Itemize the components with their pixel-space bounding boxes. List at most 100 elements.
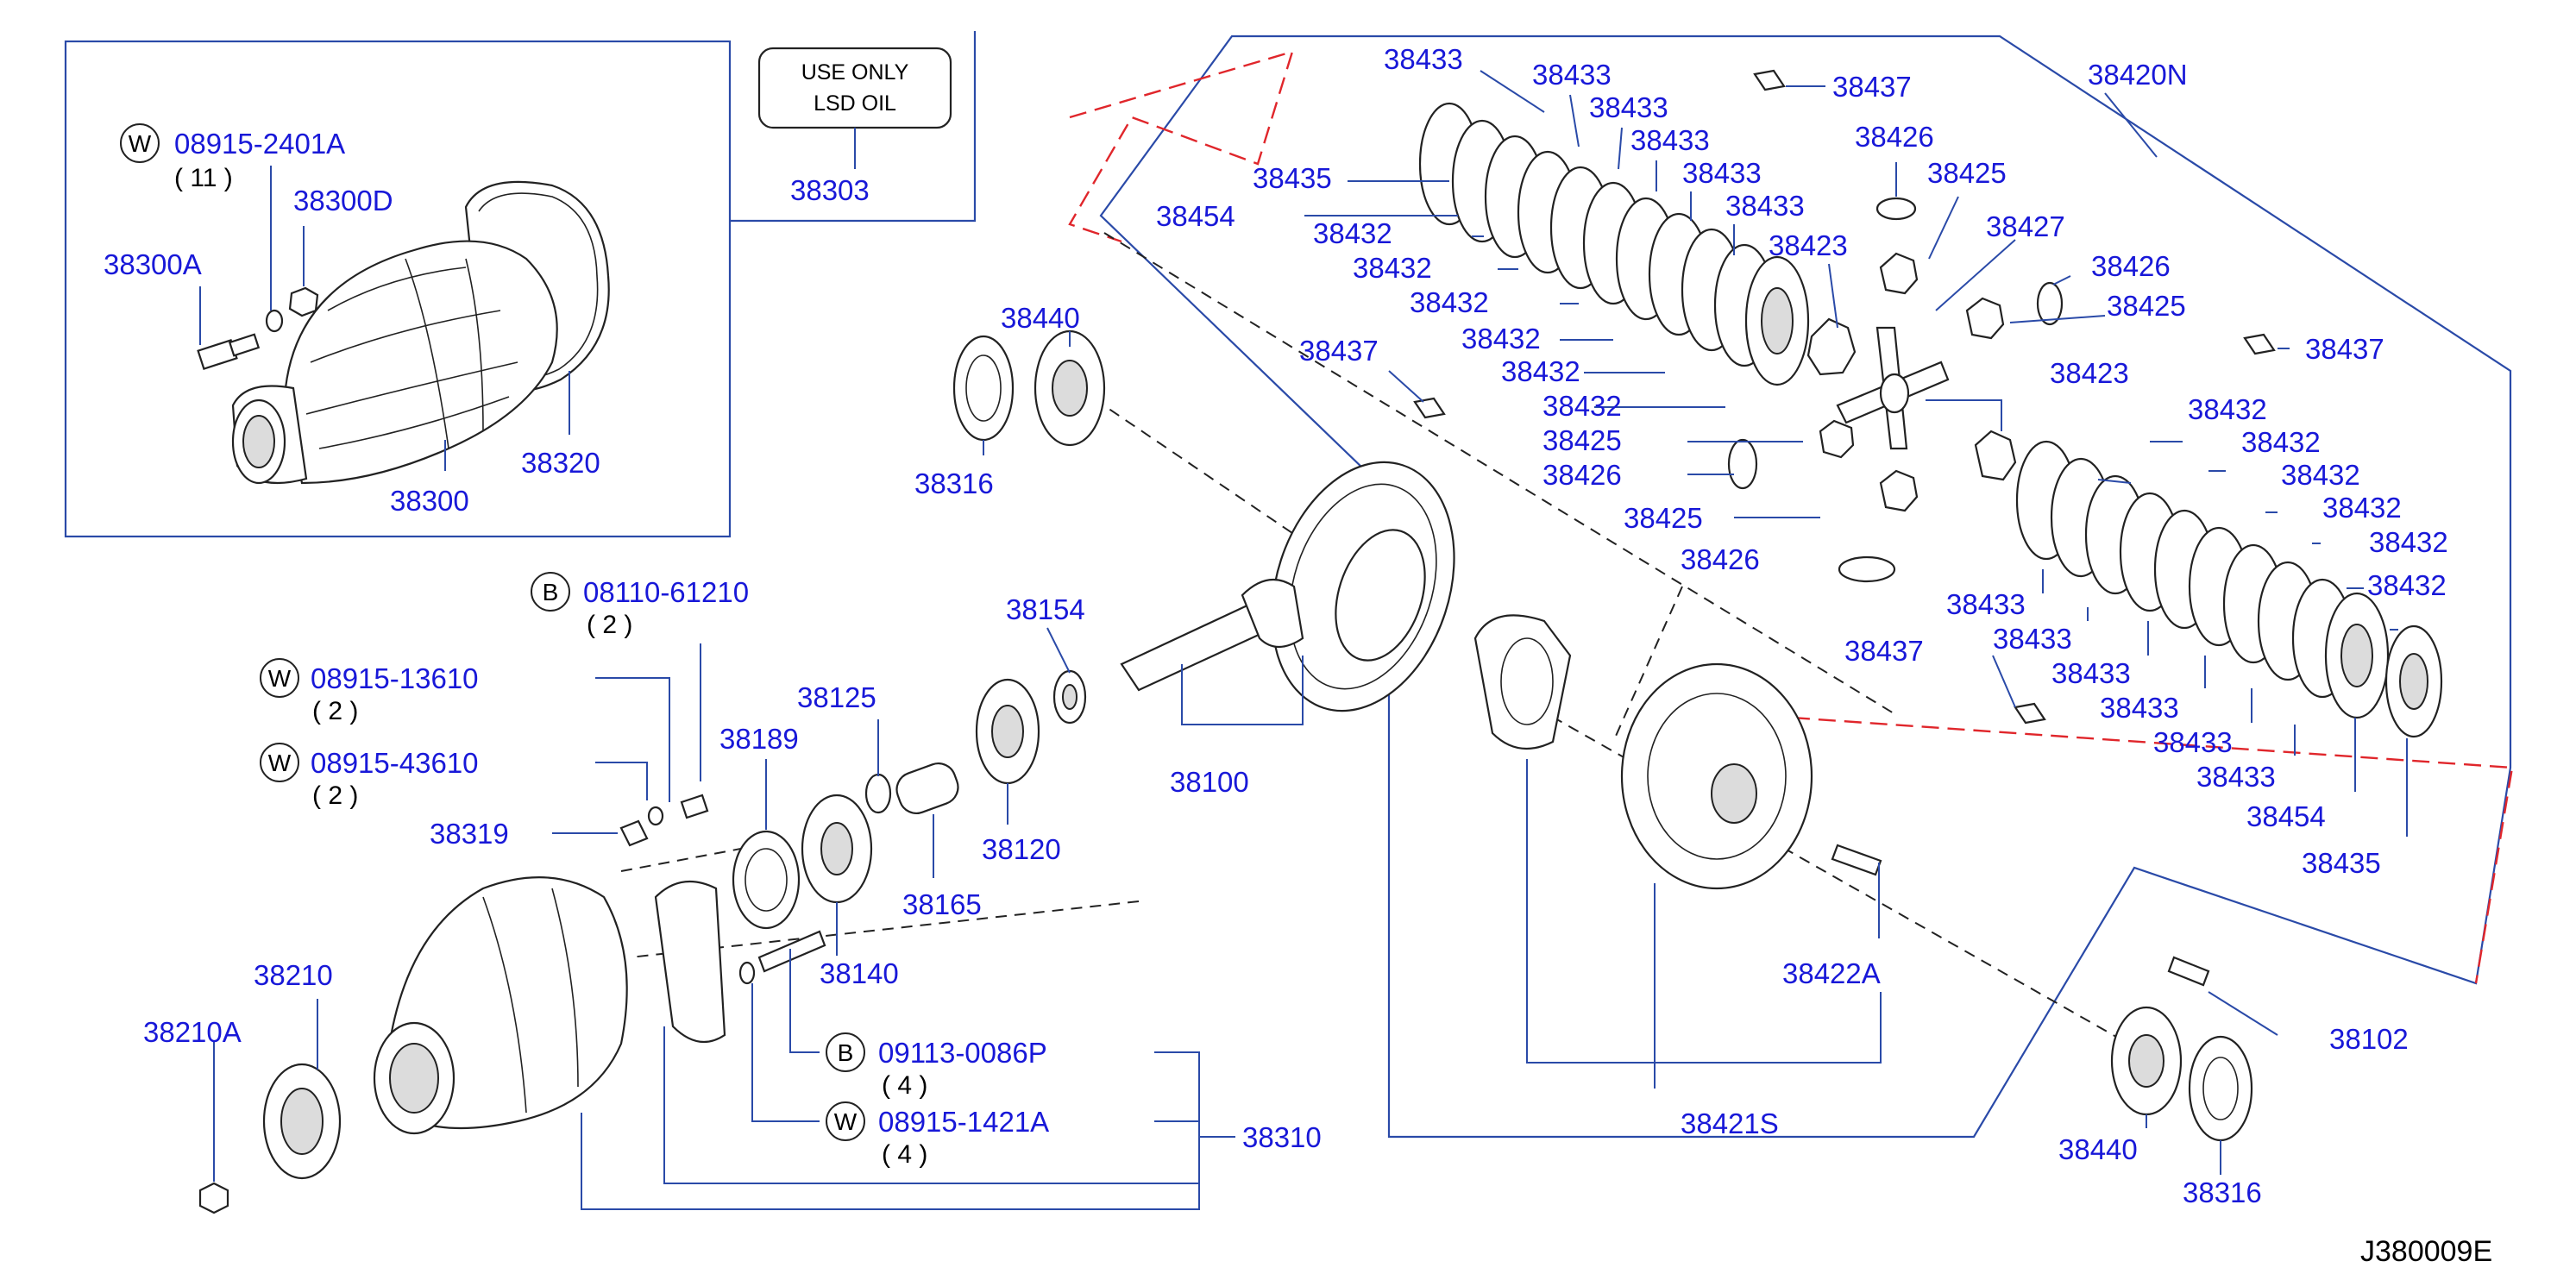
qty-2c: ( 2 )	[312, 781, 358, 810]
qty-11: ( 11 )	[174, 164, 233, 192]
svg-text:W: W	[268, 665, 292, 692]
label-08915-13610[interactable]: 08915-13610	[311, 662, 479, 694]
label-38426-right[interactable]: 38426	[2091, 250, 2171, 282]
label-38300D[interactable]: 38300D	[293, 185, 393, 216]
label-38426-top[interactable]: 38426	[1855, 121, 1934, 153]
label-38425-right[interactable]: 38425	[2107, 290, 2186, 322]
label-38432-r5[interactable]: 38432	[2369, 526, 2448, 558]
label-38437-top[interactable]: 38437	[1832, 71, 1912, 103]
label-38437-a[interactable]: 38437	[1299, 335, 1379, 367]
label-38300A[interactable]: 38300A	[104, 248, 202, 280]
label-38454-right[interactable]: 38454	[2246, 800, 2326, 832]
part-labels: 38303 08915-2401A ( 11 ) 38300D 38300A 3…	[104, 43, 2492, 1268]
label-38120[interactable]: 38120	[982, 833, 1061, 865]
label-38440-top[interactable]: 38440	[1001, 302, 1080, 334]
label-38140[interactable]: 38140	[820, 957, 899, 989]
label-38432-r6[interactable]: 38432	[2367, 569, 2447, 601]
label-38433-1[interactable]: 38433	[1384, 43, 1463, 75]
label-38154[interactable]: 38154	[1006, 593, 1085, 625]
label-38433-r2[interactable]: 38433	[1993, 623, 2072, 655]
label-38100[interactable]: 38100	[1170, 766, 1249, 798]
svg-text:B: B	[838, 1039, 854, 1066]
washer-symbol-4	[826, 1101, 865, 1141]
diagram-id: J380009E	[2360, 1235, 2492, 1268]
label-38433-6[interactable]: 38433	[1725, 190, 1805, 222]
label-38437-right[interactable]: 38437	[2305, 333, 2384, 365]
label-38432-1[interactable]: 38432	[1313, 217, 1392, 249]
label-38421S[interactable]: 38421S	[1681, 1107, 1779, 1139]
label-38426-a[interactable]: 38426	[1542, 459, 1622, 491]
qty-4a: ( 4 )	[882, 1071, 927, 1100]
qty-2a: ( 2 )	[587, 611, 632, 639]
label-38433-3[interactable]: 38433	[1589, 91, 1668, 123]
clutch-plates-right-stack	[1974, 430, 2443, 738]
label-38420N[interactable]: 38420N	[2088, 59, 2188, 91]
label-38125[interactable]: 38125	[797, 681, 876, 713]
label-38433-r6[interactable]: 38433	[2196, 761, 2276, 793]
label-38300[interactable]: 38300	[390, 485, 469, 517]
pinion-bearings	[732, 762, 959, 930]
clutch-pack-bracket-top	[1068, 50, 1294, 243]
label-38320[interactable]: 38320	[521, 447, 600, 479]
label-38423-right[interactable]: 38423	[2050, 357, 2129, 389]
label-38433-r1[interactable]: 38433	[1946, 588, 2026, 620]
label-38433-2[interactable]: 38433	[1532, 59, 1612, 91]
label-38432-2[interactable]: 38432	[1353, 252, 1432, 284]
rear-cover-drawing	[198, 794, 826, 1214]
leader-lines	[199, 70, 2408, 1210]
label-38303[interactable]: 38303	[790, 174, 870, 206]
bolt-symbol-1	[531, 572, 570, 612]
washer-symbol-1	[120, 123, 160, 163]
label-38425-a[interactable]: 38425	[1542, 424, 1622, 456]
label-38433-4[interactable]: 38433	[1630, 124, 1710, 156]
label-38432-r4[interactable]: 38432	[2322, 492, 2402, 524]
label-38435-right[interactable]: 38435	[2302, 847, 2381, 879]
label-38210A[interactable]: 38210A	[143, 1016, 242, 1048]
label-38422A[interactable]: 38422A	[1782, 957, 1881, 989]
qty-2b: ( 2 )	[312, 697, 358, 725]
label-38165[interactable]: 38165	[902, 888, 982, 920]
label-38433-r5[interactable]: 38433	[2153, 726, 2233, 758]
label-38432-r3[interactable]: 38432	[2281, 459, 2360, 491]
prefix-symbols: W B W W B W	[120, 123, 865, 1141]
label-38189[interactable]: 38189	[719, 723, 799, 755]
label-38425-b[interactable]: 38425	[1624, 502, 1703, 534]
carrier-cover-drawing	[197, 180, 610, 485]
label-08915-43610[interactable]: 08915-43610	[311, 747, 479, 779]
label-38316-bottom[interactable]: 38316	[2183, 1176, 2262, 1208]
label-38433-r4[interactable]: 38433	[2100, 692, 2179, 724]
label-38432-5[interactable]: 38432	[1501, 355, 1580, 387]
label-38435-top[interactable]: 38435	[1253, 162, 1332, 194]
differential-case-assembly-frame	[1099, 35, 2512, 1139]
label-38310[interactable]: 38310	[1242, 1121, 1322, 1153]
label-38432-3[interactable]: 38432	[1410, 286, 1489, 318]
clutch-pack-bracket-bottom	[1766, 714, 2514, 984]
label-08110-61210[interactable]: 08110-61210	[583, 576, 749, 608]
label-38433-5[interactable]: 38433	[1682, 157, 1762, 189]
case-axis-line-3	[1612, 586, 1683, 743]
svg-text:B: B	[543, 579, 559, 605]
label-38433-r3[interactable]: 38433	[2051, 657, 2131, 689]
label-38425-top[interactable]: 38425	[1927, 157, 2007, 189]
label-38432-r2[interactable]: 38432	[2241, 426, 2321, 458]
label-38437-mid[interactable]: 38437	[1844, 635, 1924, 667]
label-38454-top[interactable]: 38454	[1156, 200, 1235, 232]
label-38316-top[interactable]: 38316	[914, 467, 994, 499]
washer-symbol-2	[260, 658, 299, 698]
label-08915-1421A[interactable]: 08915-1421A	[878, 1106, 1049, 1138]
label-38432-6[interactable]: 38432	[1542, 390, 1622, 422]
label-08915-2401A[interactable]: 08915-2401A	[174, 128, 345, 160]
label-38427[interactable]: 38427	[1986, 210, 2065, 242]
label-38440-bottom[interactable]: 38440	[2058, 1133, 2138, 1165]
label-09113-0086P[interactable]: 09113-0086P	[878, 1037, 1047, 1069]
rear-cover-axis	[620, 844, 760, 872]
washer-symbol-3	[260, 743, 299, 782]
label-38102[interactable]: 38102	[2329, 1023, 2409, 1055]
label-38210[interactable]: 38210	[254, 959, 333, 991]
label-38426-b[interactable]: 38426	[1681, 543, 1760, 575]
label-38423-left[interactable]: 38423	[1769, 229, 1848, 261]
clutch-plates-left-stack	[1418, 102, 1810, 386]
label-38432-4[interactable]: 38432	[1461, 323, 1541, 355]
label-38319[interactable]: 38319	[430, 818, 509, 850]
label-38432-r1[interactable]: 38432	[2188, 393, 2267, 425]
